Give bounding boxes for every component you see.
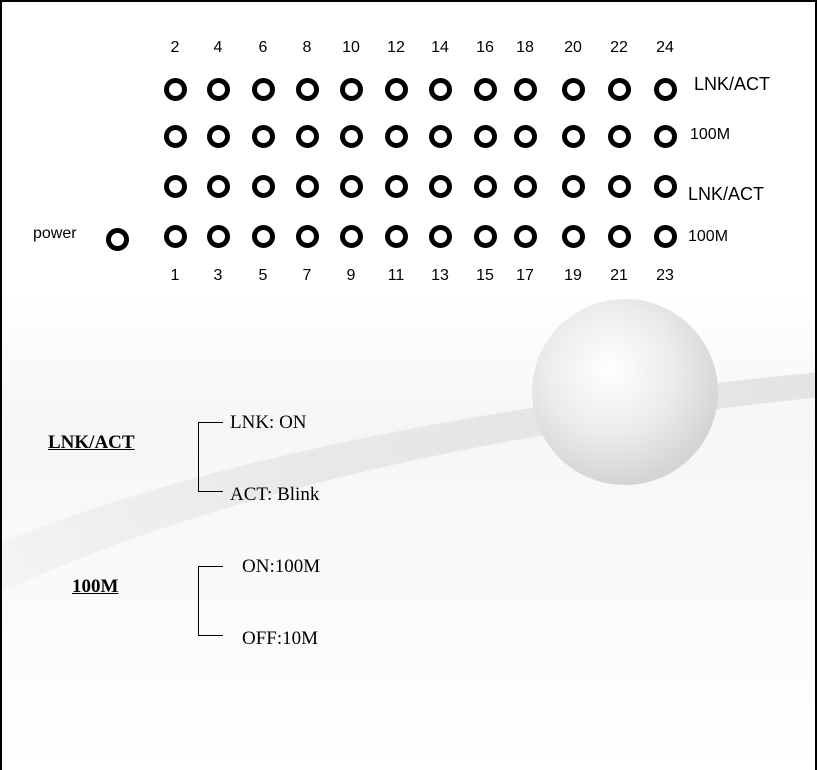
led-r1-c3 — [252, 78, 275, 101]
row-label-2: 100M — [690, 126, 731, 143]
port-number-17: 17 — [516, 267, 534, 284]
led-r3-c10 — [562, 175, 585, 198]
led-r4-c3 — [252, 225, 275, 248]
port-number-5: 5 — [258, 267, 268, 284]
power-label: power — [33, 225, 77, 242]
led-r4-c10 — [562, 225, 585, 248]
legend-lnk-act-title: LNK/ACT — [48, 432, 135, 453]
legend-bracket-tick — [198, 491, 223, 492]
legend-off-10m: OFF:10M — [242, 628, 319, 649]
led-r1-c12 — [654, 78, 677, 101]
port-number-9: 9 — [346, 267, 356, 284]
legend-100m-title: 100M — [72, 576, 119, 597]
row-label-4: 100M — [688, 228, 729, 245]
legend-lnk-on: LNK: ON — [230, 412, 307, 433]
led-r4-c1 — [164, 225, 187, 248]
port-number-2: 2 — [170, 39, 180, 56]
port-number-1: 1 — [170, 267, 180, 284]
port-number-7: 7 — [302, 267, 312, 284]
port-number-3: 3 — [213, 267, 223, 284]
led-r4-c5 — [340, 225, 363, 248]
led-r3-c9 — [514, 175, 537, 198]
led-r1-c10 — [562, 78, 585, 101]
legend-100m-bracket — [198, 566, 199, 636]
led-r2-c5 — [340, 125, 363, 148]
row-label-1: LNK/ACT — [694, 74, 771, 94]
legend-bracket-tick — [198, 635, 223, 636]
port-number-12: 12 — [387, 39, 405, 56]
led-r1-c11 — [608, 78, 631, 101]
led-r3-c5 — [340, 175, 363, 198]
led-r1-c7 — [429, 78, 452, 101]
port-number-19: 19 — [564, 267, 582, 284]
port-number-24: 24 — [656, 39, 674, 56]
led-r2-c3 — [252, 125, 275, 148]
led-r4-c11 — [608, 225, 631, 248]
swoosh-band — [2, 372, 815, 592]
led-r2-c6 — [385, 125, 408, 148]
port-number-15: 15 — [476, 267, 494, 284]
led-r3-c8 — [474, 175, 497, 198]
led-r4-c12 — [654, 225, 677, 248]
row-label-3: LNK/ACT — [688, 184, 765, 204]
led-r3-c6 — [385, 175, 408, 198]
led-r2-c11 — [608, 125, 631, 148]
led-r4-c7 — [429, 225, 452, 248]
led-r1-c6 — [385, 78, 408, 101]
led-r2-c9 — [514, 125, 537, 148]
led-r4-c2 — [207, 225, 230, 248]
led-r4-c6 — [385, 225, 408, 248]
port-number-22: 22 — [610, 39, 628, 56]
led-r2-c10 — [562, 125, 585, 148]
led-r1-c5 — [340, 78, 363, 101]
port-number-4: 4 — [213, 39, 223, 56]
led-r4-c9 — [514, 225, 537, 248]
led-r2-c8 — [474, 125, 497, 148]
power-led — [106, 228, 129, 251]
led-r3-c1 — [164, 175, 187, 198]
port-number-11: 11 — [387, 267, 405, 284]
led-r2-c7 — [429, 125, 452, 148]
port-number-20: 20 — [564, 39, 582, 56]
led-r1-c1 — [164, 78, 187, 101]
led-r3-c12 — [654, 175, 677, 198]
led-r1-c8 — [474, 78, 497, 101]
led-r2-c12 — [654, 125, 677, 148]
led-r2-c1 — [164, 125, 187, 148]
port-number-8: 8 — [302, 39, 312, 56]
led-r4-c4 — [296, 225, 319, 248]
led-r2-c4 — [296, 125, 319, 148]
port-number-13: 13 — [431, 267, 449, 284]
led-r3-c7 — [429, 175, 452, 198]
port-number-14: 14 — [431, 39, 449, 56]
legend-on-100m: ON:100M — [242, 556, 321, 577]
legend-bracket-tick — [198, 422, 223, 423]
port-number-6: 6 — [258, 39, 268, 56]
led-r3-c2 — [207, 175, 230, 198]
led-r1-c9 — [514, 78, 537, 101]
port-number-16: 16 — [476, 39, 494, 56]
led-r3-c11 — [608, 175, 631, 198]
port-number-10: 10 — [342, 39, 360, 56]
led-r1-c2 — [207, 78, 230, 101]
legend-act-blink: ACT: Blink — [230, 484, 320, 505]
led-r1-c4 — [296, 78, 319, 101]
legend-lnk-act-bracket — [198, 422, 199, 492]
port-number-23: 23 — [656, 267, 674, 284]
legend-bracket-tick — [198, 566, 223, 567]
sphere-decoration — [532, 299, 718, 485]
led-r4-c8 — [474, 225, 497, 248]
port-number-21: 21 — [610, 267, 628, 284]
led-r3-c4 — [296, 175, 319, 198]
led-r3-c3 — [252, 175, 275, 198]
led-r2-c2 — [207, 125, 230, 148]
port-number-18: 18 — [516, 39, 534, 56]
